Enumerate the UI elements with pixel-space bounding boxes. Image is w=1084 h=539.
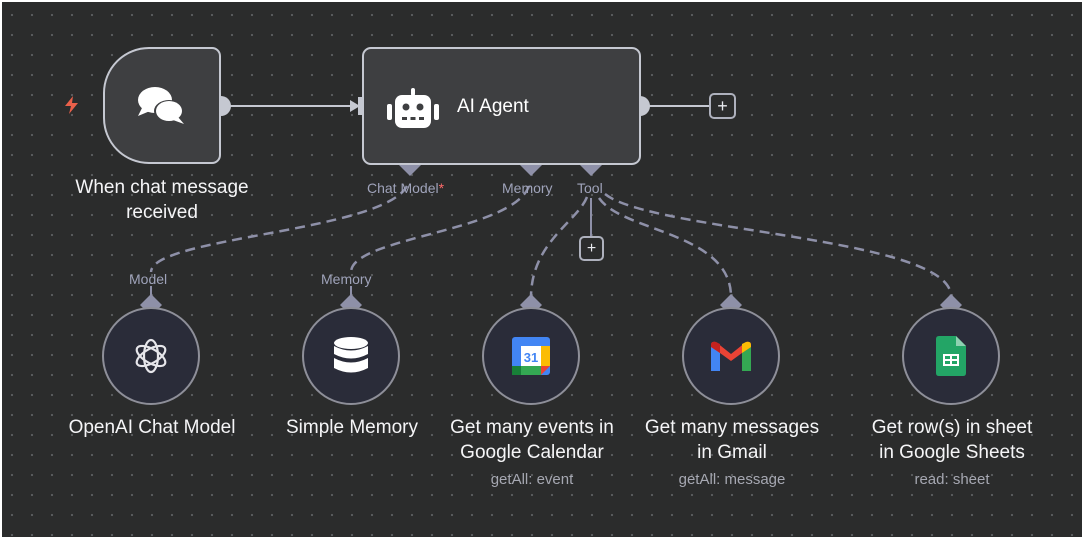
gmail-node-subtitle: getAll: message [678,471,786,488]
title-line2: in Gmail [697,442,767,463]
title-line1: Get many events in [450,417,614,438]
handle-label-tool: Tool [577,180,603,196]
gmail-node[interactable] [682,307,780,405]
title-line1: Get row(s) in sheet [871,417,1033,438]
agent-input-handle[interactable] [358,97,365,115]
trigger-title-line1: When chat message [75,177,249,198]
robot-icon [387,88,439,128]
openai-icon [135,338,167,374]
google-sheets-node-subtitle: read: sheet [914,471,990,488]
google-sheets-node[interactable] [902,307,1000,405]
google-calendar-node-subtitle: getAll: event [490,471,574,488]
trigger-title: When chat message received [62,175,262,225]
connection-chat-model[interactable] [149,185,409,273]
google-sheets-node-title: Get row(s) in sheet in Google Sheets [842,415,1062,465]
title-line1: Simple Memory [286,417,418,438]
required-mark: * [438,180,445,196]
add-tool-button[interactable]: + [579,236,604,261]
chat-model-label: Chat Model [367,180,439,196]
plus-icon: + [586,239,597,257]
google-sheets-icon [936,336,966,376]
database-icon [334,337,368,373]
openai-chat-model-node[interactable] [102,307,200,405]
trigger-title-line2: received [126,202,198,223]
connection-tool-sheets[interactable] [604,193,953,297]
title-line1: OpenAI Chat Model [68,417,236,438]
agent-title: AI Agent [457,96,529,117]
simple-memory-node[interactable] [302,307,400,405]
handle-label-memory: Memory [502,180,553,196]
title-line2: in Google Sheets [879,442,1025,463]
google-calendar-node-title: Get many events in Google Calendar [422,415,642,465]
openai-node-title: OpenAI Chat Model [42,415,262,440]
subnode-handle-label-model: Model [129,271,168,287]
trigger-node[interactable] [103,47,221,164]
title-line1: Get many messages [644,417,820,438]
handle-label-chat-model: Chat Model* [367,180,444,196]
gmail-icon [711,341,751,371]
google-calendar-node[interactable]: 31 [482,307,580,405]
ai-agent-node[interactable]: AI Agent [362,47,641,165]
connection-tool-calendar[interactable] [529,196,589,297]
calendar-day-text: 31 [524,350,538,365]
title-line2: Google Calendar [460,442,604,463]
gmail-node-title: Get many messages in Gmail [622,415,842,465]
plus-icon: + [717,96,728,116]
connection-tool-gmail[interactable] [597,197,733,297]
google-calendar-icon: 31 [512,337,550,375]
simple-memory-node-title: Simple Memory [242,415,462,440]
subnode-handle-label-memory: Memory [321,271,372,287]
connection-memory[interactable] [349,185,531,273]
bolt-icon [65,96,78,114]
add-node-button[interactable]: + [709,93,736,119]
chat-bubbles-icon [138,86,184,124]
connection-arrowhead [350,100,360,112]
